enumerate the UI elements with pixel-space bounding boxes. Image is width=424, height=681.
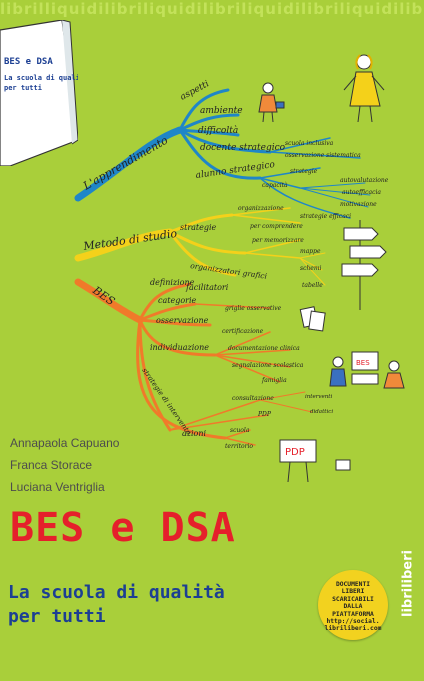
leaf-interventi: interventi bbox=[305, 394, 333, 400]
leaf-schemi: schemi bbox=[300, 265, 322, 272]
author-3: Luciana Ventriglia bbox=[10, 480, 105, 494]
node-difficolta: difficoltà bbox=[198, 125, 238, 136]
author-2: Franca Storace bbox=[10, 458, 93, 472]
publisher-logo-text: libriliberi bbox=[400, 550, 416, 617]
node-ambiente: ambiente bbox=[200, 106, 243, 116]
leaf-memorizzare: per memorizzare bbox=[252, 237, 304, 244]
leaf-famiglia: famiglia bbox=[261, 377, 287, 384]
leaf-strategie: strategie bbox=[290, 168, 318, 175]
leaf-documentazione: documentazione clinica bbox=[228, 345, 300, 352]
node-docente: docente strategico bbox=[200, 143, 286, 153]
book-cover-subtitle-2: per tutti bbox=[4, 84, 42, 92]
leaf-territorio: territorio bbox=[225, 443, 253, 450]
leaf-capacita: capacità bbox=[262, 182, 288, 189]
badge-line-6: http://social. bbox=[326, 618, 380, 626]
leaf-osservazione: osservazione sistematica bbox=[285, 152, 361, 159]
badge-line-3: SCARICABILI bbox=[332, 595, 374, 603]
publisher-strip: librilliquidilibriliquidilibriliquidilib… bbox=[0, 0, 424, 18]
badge-line-5: PIATTAFORMA bbox=[332, 610, 374, 618]
author-list: Annapaola Capuano Franca Storace Luciana… bbox=[10, 432, 210, 498]
leaf-comprendere: per comprendere bbox=[250, 223, 303, 230]
leaf-autoefficacia: autoefficacia bbox=[342, 189, 381, 196]
pdp-board: PDP bbox=[279, 439, 351, 483]
children-figures: BES bbox=[329, 351, 405, 389]
leaf-tabelle: tabelle bbox=[302, 282, 323, 289]
branch-learning bbox=[74, 88, 371, 219]
title-area: BES e DSA La scuola di qualità per tutti bbox=[0, 495, 424, 681]
leaf-didattici: didattici bbox=[310, 409, 333, 415]
subtitle-line-1: La scuola di qualità bbox=[8, 582, 225, 603]
book-cover-subtitle-1: La scuola di qualità bbox=[4, 74, 78, 82]
mind-map-drawing: L'apprendimento Metodo di studio BES asp… bbox=[74, 54, 405, 483]
mind-map: L'apprendimento Metodo di studio BES asp… bbox=[0, 20, 424, 495]
branch-method-label: Metodo di studio bbox=[82, 227, 179, 253]
node-osservazione: osservazione bbox=[156, 316, 209, 325]
book-illustration: BES e DSA La scuola di qualità per tutti bbox=[0, 20, 78, 166]
leaf-autovalutazione: autovalutazione bbox=[340, 177, 389, 184]
papers-doodle bbox=[299, 306, 326, 332]
leaf-pdp: PDP bbox=[257, 411, 272, 418]
node-organizzatori: organizzatori grafici bbox=[190, 261, 268, 281]
branch-learning-label: L'apprendimento bbox=[80, 133, 170, 193]
leaf-organizzazione: organizzazione bbox=[238, 205, 284, 212]
leaf-griglie: griglie osservative bbox=[225, 305, 282, 312]
node-facilitatori: facilitatori bbox=[185, 283, 229, 292]
badge-line-4: DALLA bbox=[343, 603, 363, 611]
badge-line-7: libriliberi.com bbox=[324, 625, 382, 633]
teacher-figure bbox=[343, 54, 385, 123]
leaf-scuola: scuola bbox=[230, 427, 250, 434]
leaf-segnalazione: segnalazione scolastica bbox=[232, 362, 304, 369]
node-categorie: categorie bbox=[158, 296, 197, 305]
node-definizione: definizione bbox=[150, 278, 195, 287]
leaf-motivazione: motivazione bbox=[340, 201, 377, 208]
girl-figure-small bbox=[258, 82, 285, 123]
node-strategie: strategie bbox=[180, 223, 217, 232]
leaf-consultazione: consultazione bbox=[232, 395, 274, 402]
leaf-mappe: mappe bbox=[300, 248, 321, 255]
node-individuazione: individuazione bbox=[150, 343, 209, 352]
publisher-logo: libriliberi bbox=[398, 530, 416, 640]
bes-sign-label: BES bbox=[356, 359, 370, 367]
subtitle-line-2: per tutti bbox=[8, 606, 106, 627]
leaf-scuola-inclusiva: scuola inclusiva bbox=[285, 140, 334, 147]
leaf-certificazione: certificazione bbox=[222, 328, 264, 335]
signpost-figure bbox=[341, 220, 387, 310]
badge-line-1: DOCUMENTI bbox=[335, 581, 371, 588]
badge-line-2: LIBERI bbox=[341, 588, 365, 596]
node-azioni: azioni bbox=[182, 429, 207, 438]
leaf-strategie-efficaci: strategie efficaci bbox=[300, 213, 351, 220]
branch-method bbox=[74, 207, 326, 286]
book-title: BES e DSA bbox=[10, 505, 236, 551]
downloadable-documents-badge: DOCUMENTI LIBERI SCARICABILI DALLA PIATT… bbox=[318, 570, 388, 640]
book-subtitle: La scuola di qualità per tutti bbox=[8, 581, 308, 629]
branch-bes bbox=[74, 278, 313, 446]
author-1: Annapaola Capuano bbox=[10, 436, 120, 450]
pdp-board-label: PDP bbox=[285, 447, 305, 458]
book-cover-title: BES e DSA bbox=[4, 57, 53, 67]
